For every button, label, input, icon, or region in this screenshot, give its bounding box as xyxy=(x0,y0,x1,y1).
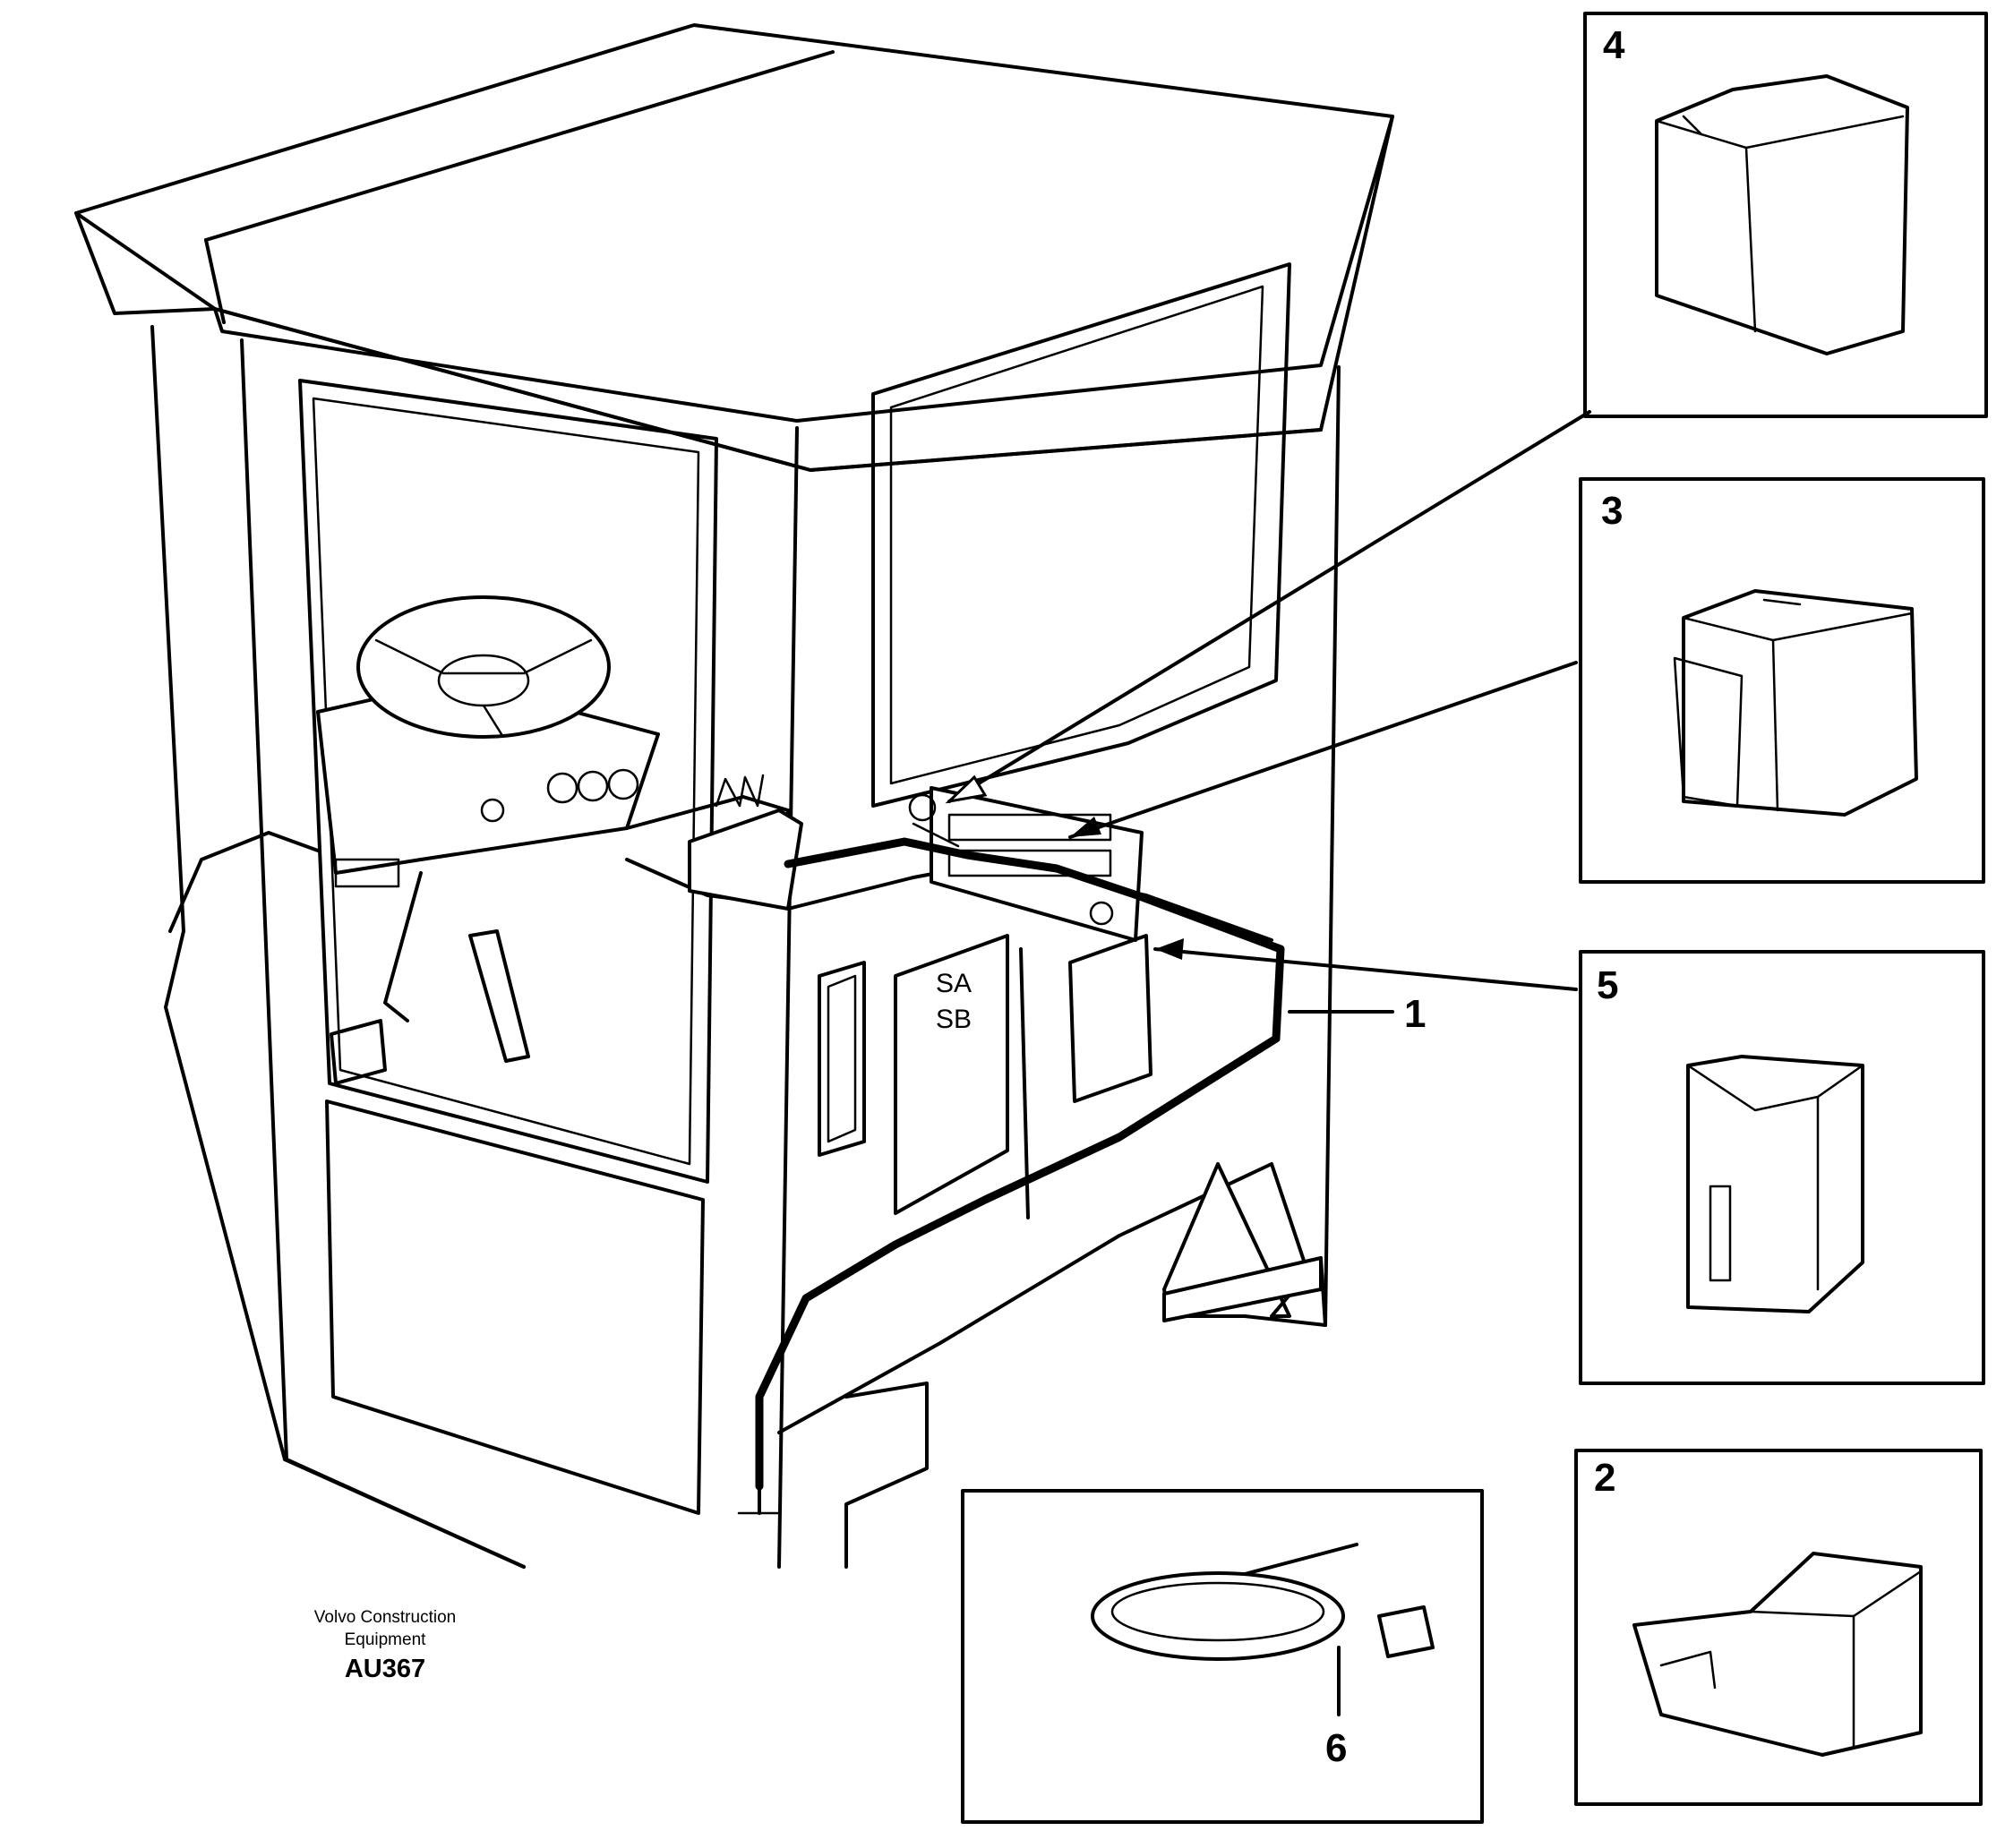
callout-6: 6 xyxy=(1325,1726,1347,1770)
cab-front-window-inner xyxy=(889,285,1264,785)
cab-roof-fascia xyxy=(74,115,1394,423)
cable-tie-loop-outer xyxy=(1091,1571,1345,1661)
control-levers xyxy=(715,774,765,808)
harness-fan-wires xyxy=(912,822,960,848)
fuse-box-stud xyxy=(908,793,937,822)
manufacturer-line-1: Volvo Construction xyxy=(313,1608,457,1627)
callout-labels: 4 3 5 2 6 1 SA SB xyxy=(936,23,1625,1770)
box-6-frame xyxy=(961,1489,1484,1824)
wiring-harness xyxy=(737,822,1285,1515)
leader-5 xyxy=(1153,947,1578,991)
fuse-label-sb: SB xyxy=(936,1005,972,1034)
lower-frame xyxy=(844,1382,929,1569)
detail-box-6 xyxy=(961,1489,1484,1824)
cable-tie-loop-inner xyxy=(1110,1581,1325,1642)
leader-3-arrowhead xyxy=(1070,817,1101,837)
detail-box-5 xyxy=(1579,950,1985,1385)
connector-2 xyxy=(1632,1552,1923,1757)
right-panel-door-left xyxy=(818,961,866,1157)
manufacturer-line-2: Equipment xyxy=(344,1630,426,1649)
right-panel-door-left-inner xyxy=(827,974,857,1143)
steering-spokes xyxy=(374,638,593,675)
leader-lines xyxy=(945,410,1591,1716)
gauge-1 xyxy=(546,772,578,804)
connector-4 xyxy=(1655,74,1909,355)
cab-door-window xyxy=(298,379,718,1184)
gauge-3 xyxy=(607,768,639,800)
operator-cab xyxy=(74,23,1394,1569)
cab-roof-top xyxy=(74,23,1394,472)
connector-4-edge xyxy=(1744,146,1757,333)
steering-wheel xyxy=(356,595,611,739)
box-3-frame xyxy=(1579,477,1985,884)
box-2-frame xyxy=(1574,1449,1983,1806)
detail-box-2 xyxy=(1574,1449,1983,1806)
connector-5-slot xyxy=(1709,1185,1732,1282)
fuse-cover-panel xyxy=(894,934,1009,1215)
accelerator-pedal xyxy=(468,929,530,1063)
callout-2: 2 xyxy=(1594,1456,1615,1500)
cab-door-frame-outer xyxy=(240,338,526,1569)
cab-front-window xyxy=(871,262,1291,808)
steering-spoke-down xyxy=(482,704,503,736)
dash-knob xyxy=(480,798,505,823)
cab-step xyxy=(330,1019,387,1085)
box-5-frame xyxy=(1579,950,1985,1385)
cab-roof-ridge xyxy=(204,50,835,242)
connector-3 xyxy=(1682,589,1918,817)
manufacturer-caption: Volvo Construction Equipment xyxy=(269,1606,501,1651)
cable-tie-head xyxy=(1377,1605,1435,1658)
connector-5-front xyxy=(1686,1064,1864,1112)
connector-3-edge xyxy=(1771,638,1779,812)
callout-5: 5 xyxy=(1597,963,1618,1007)
steering-column xyxy=(383,871,423,1022)
connector-2-notch xyxy=(1659,1650,1717,1690)
detail-box-4 xyxy=(1583,12,1988,418)
cable-tie-tail xyxy=(1243,1543,1358,1576)
harness-branch-sa xyxy=(1019,947,1030,1219)
cab-front-pillar xyxy=(777,426,799,1569)
callout-3: 3 xyxy=(1601,489,1623,533)
cab-left-edge xyxy=(150,325,287,1461)
lever-console xyxy=(688,808,803,911)
fuse-row-2 xyxy=(947,849,1112,877)
connector-4-slots xyxy=(1682,115,1703,136)
connector-5 xyxy=(1686,1055,1864,1313)
cab-bottom-left xyxy=(283,1458,526,1569)
cab-right-edge xyxy=(1324,365,1341,1327)
connector-3-slots xyxy=(1762,598,1802,606)
harness-main xyxy=(755,837,1285,1491)
left-side-console xyxy=(168,831,320,933)
fuse-label-sa: SA xyxy=(936,969,972,998)
leader-5-arrowhead xyxy=(1155,938,1184,960)
cab-door-lower-panel xyxy=(325,1099,705,1515)
gauge-2 xyxy=(577,770,609,802)
switch-bank xyxy=(334,858,400,888)
cab-roof-split xyxy=(204,238,226,324)
relay-box-outline xyxy=(1068,934,1152,1103)
callout-4: 4 xyxy=(1603,23,1625,67)
callout-1: 1 xyxy=(1404,992,1426,1036)
fuse-box-knob xyxy=(1089,901,1114,926)
cab-foot-base xyxy=(1162,1256,1323,1322)
leader-4 xyxy=(947,410,1591,803)
fuse-row-1 xyxy=(947,813,1112,842)
box-4-frame xyxy=(1583,12,1988,418)
drawing-code: AU367 xyxy=(344,1655,426,1683)
detail-box-3 xyxy=(1579,477,1985,884)
cab-base-beam xyxy=(777,1162,1327,1434)
leader-3 xyxy=(1068,661,1578,839)
leader-4-arrowhead xyxy=(945,774,988,804)
connector-3-latch xyxy=(1673,656,1744,808)
